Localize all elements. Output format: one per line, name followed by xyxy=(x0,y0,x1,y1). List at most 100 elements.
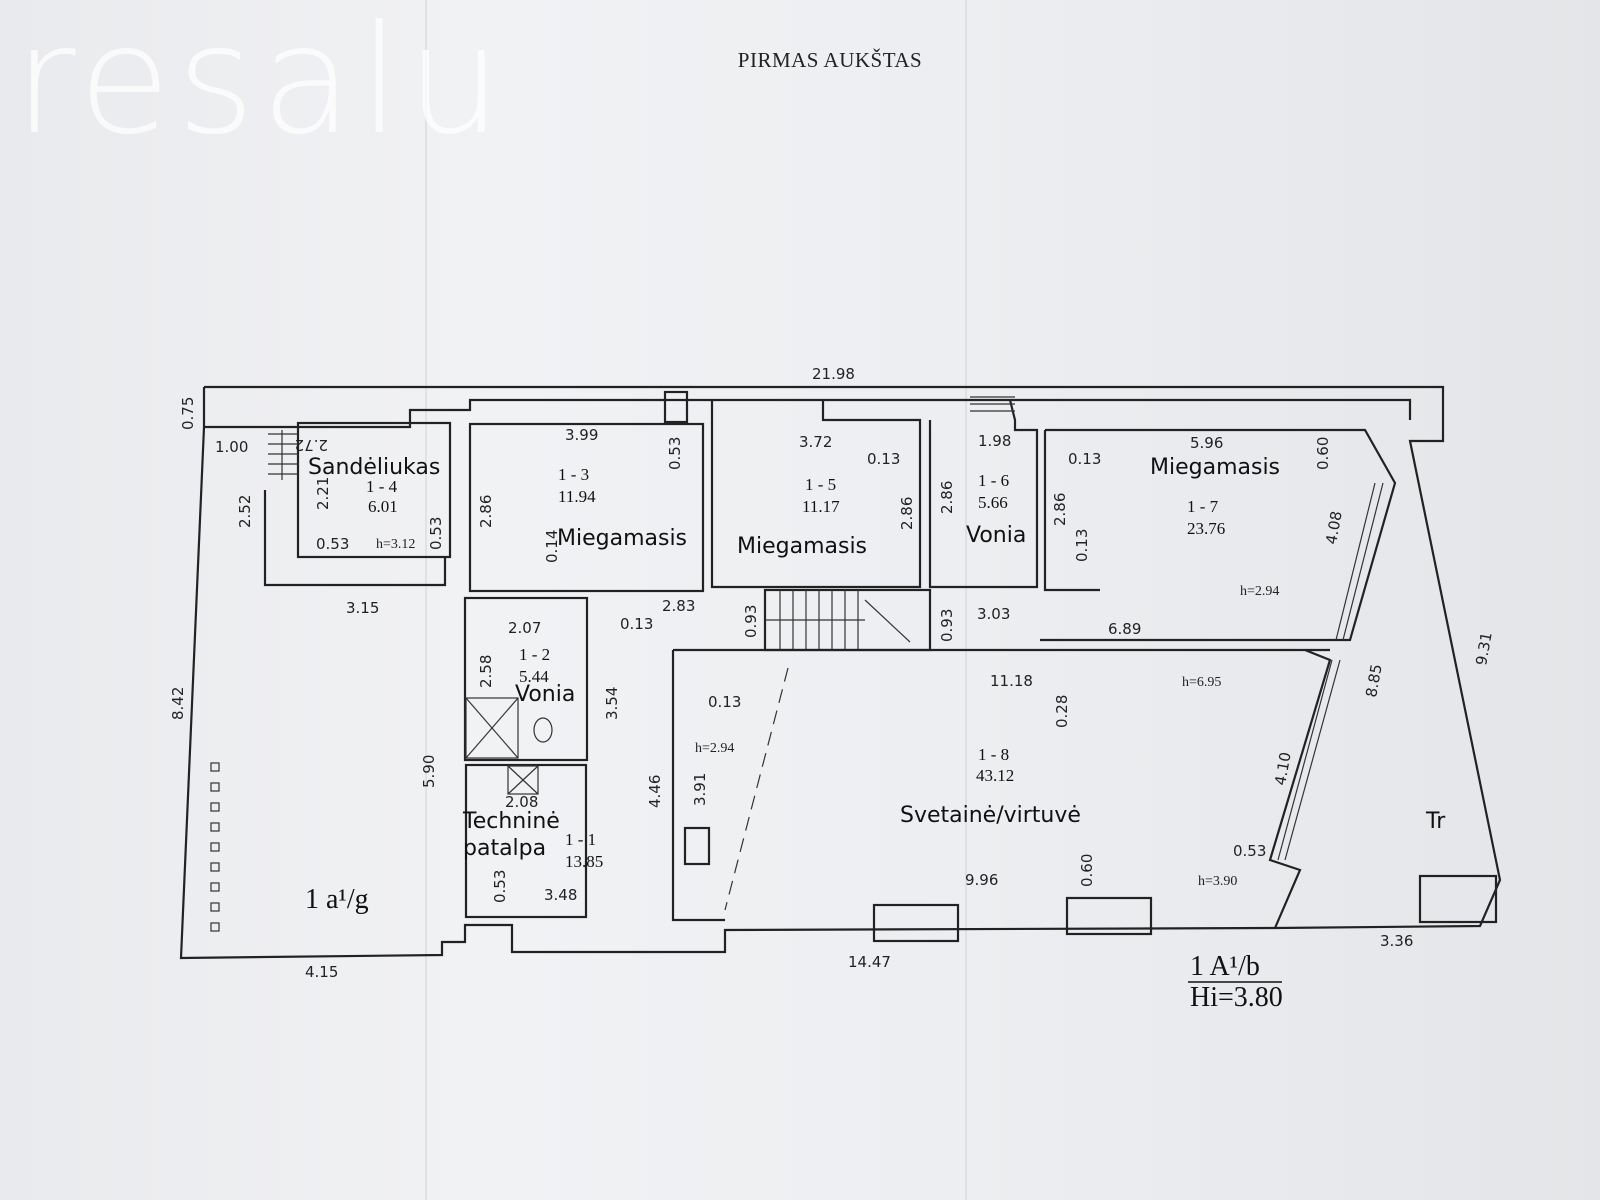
dim-2-83: 2.83 xyxy=(662,597,695,615)
dim-2-52: 2.52 xyxy=(236,495,254,528)
dim-14-47: 14.47 xyxy=(848,953,891,971)
room-code-1-5: 1 - 5 xyxy=(805,475,836,494)
dim-0-53c: 0.53 xyxy=(666,437,684,470)
building-code-label: 1 A¹/b xyxy=(1190,951,1260,982)
dim-3-03: 3.03 xyxy=(977,605,1010,623)
dim-8-85: 8.85 xyxy=(1362,663,1386,699)
dim-3-36: 3.36 xyxy=(1380,932,1413,950)
room-code-1-8: 1 - 8 xyxy=(978,745,1009,764)
dim-3-15: 3.15 xyxy=(346,599,379,617)
paper-fold-line xyxy=(425,0,427,1200)
wall-stair-landing xyxy=(263,490,447,587)
appliance-box xyxy=(683,826,711,866)
room-name-1-1-line1: Techninė xyxy=(462,809,560,834)
room-height-1-8a: h=2.94 xyxy=(695,741,734,756)
inner-wall-line xyxy=(204,398,1412,429)
room-name-1-6: Vonia xyxy=(966,523,1026,548)
dim-2-86a: 2.86 xyxy=(477,495,495,528)
paper-fold-line xyxy=(965,0,967,1200)
dim-2-21: 2.21 xyxy=(314,477,332,510)
floor-title: PIRMAS AUKŠTAS xyxy=(737,48,923,72)
dim-1-98: 1.98 xyxy=(978,432,1011,450)
dim-0-14: 0.14 xyxy=(543,530,561,563)
dim-9-96: 9.96 xyxy=(965,871,998,889)
dim-0-28: 0.28 xyxy=(1053,695,1071,728)
dim-2-08: 2.08 xyxy=(505,793,538,811)
room-name-1-5: Miegamasis xyxy=(737,534,867,559)
wall-room-1-5 xyxy=(710,400,922,589)
dim-3-91: 3.91 xyxy=(691,773,709,806)
room-code-1-4: 1 - 4 xyxy=(366,477,398,496)
room-area-1-6: 5.66 xyxy=(978,493,1008,512)
stairs-small xyxy=(268,430,298,480)
dim-0-53b: 0.53 xyxy=(427,517,445,550)
room-code-1-1: 1 - 1 xyxy=(565,830,596,849)
toilet xyxy=(533,717,553,743)
room-area-1-7: 23.76 xyxy=(1187,519,1225,538)
dim-0-53d: 0.53 xyxy=(491,870,509,903)
window-top xyxy=(970,396,1015,412)
dim-0-93a: 0.93 xyxy=(742,605,760,638)
dim-3-48: 3.48 xyxy=(544,886,577,904)
dim-6-89: 6.89 xyxy=(1108,620,1141,638)
dim-1-00: 1.00 xyxy=(215,438,248,456)
dim-0-53e: 0.53 xyxy=(1233,842,1266,860)
dim-2-86c: 2.86 xyxy=(938,481,956,514)
room-height-1-7: h=2.94 xyxy=(1240,584,1279,599)
boiler-unit xyxy=(507,765,539,795)
room-name-1-8: Svetainė/virtuvė xyxy=(900,803,1081,828)
dim-21-98: 21.98 xyxy=(812,365,855,383)
dim-2-86b: 2.86 xyxy=(898,497,916,530)
stairs-main xyxy=(765,590,911,650)
dim-2-72: 2.72 xyxy=(295,436,328,454)
dim-0-13a: 0.13 xyxy=(867,450,900,468)
wall-room-1-8-left xyxy=(671,650,725,922)
dim-0-53a: 0.53 xyxy=(316,535,349,553)
height-index-label: Hi=3.80 xyxy=(1190,982,1283,1013)
room-name-1-7: Miegamasis xyxy=(1150,455,1280,480)
room-name-1-1-line2: patalpa xyxy=(463,836,546,861)
room-code-1-7: 1 - 7 xyxy=(1187,497,1219,516)
dim-3-99: 3.99 xyxy=(565,426,598,444)
room-height-1-8b: h=6.95 xyxy=(1182,675,1221,690)
dim-2-07: 2.07 xyxy=(508,619,541,637)
dim-0-13b: 0.13 xyxy=(1073,529,1091,562)
dim-4-46: 4.46 xyxy=(646,775,664,808)
window-sill-block xyxy=(872,903,960,943)
wall-room-1-3 xyxy=(468,422,705,593)
dim-3-72: 3.72 xyxy=(799,433,832,451)
shower-tray xyxy=(465,697,519,759)
dim-8-42: 8.42 xyxy=(169,687,187,720)
yard-label: 1 a¹/g xyxy=(305,884,369,915)
dim-11-18: 11.18 xyxy=(990,672,1033,690)
room-area-1-5: 11.17 xyxy=(802,497,840,516)
dim-0-13c: 0.13 xyxy=(1068,450,1101,468)
window-right xyxy=(1277,482,1384,861)
room-code-1-2: 1 - 2 xyxy=(519,645,550,664)
dim-5-90: 5.90 xyxy=(420,755,438,788)
ceiling-break-line xyxy=(724,667,789,911)
wall-room-1-6 xyxy=(928,399,1039,589)
dim-3-54: 3.54 xyxy=(603,687,621,720)
terrace-label: Tr xyxy=(1425,809,1446,834)
wall-room-1-8 xyxy=(673,648,1332,929)
room-name-1-4: Sandėliukas xyxy=(308,455,440,480)
dim-4-08: 4.08 xyxy=(1322,510,1346,546)
room-name-1-2: Vonia xyxy=(515,682,575,707)
room-area-1-8: 43.12 xyxy=(976,766,1014,785)
dim-0-60b: 0.60 xyxy=(1078,854,1096,887)
wall-room-1-1 xyxy=(464,763,588,919)
dim-9-31: 9.31 xyxy=(1472,631,1496,667)
dim-0-60a: 0.60 xyxy=(1314,437,1332,470)
room-height-1-4: h=3.12 xyxy=(376,537,415,552)
dim-4-15: 4.15 xyxy=(305,963,338,981)
room-code-1-3: 1 - 3 xyxy=(558,465,589,484)
yard-markers xyxy=(210,762,220,932)
room-area-1-1: 13.85 xyxy=(565,852,603,871)
dim-0-75: 0.75 xyxy=(179,397,197,430)
wall-room-1-7 xyxy=(1040,428,1397,642)
dim-0-93b: 0.93 xyxy=(938,609,956,642)
dim-4-10: 4.10 xyxy=(1271,751,1295,787)
dim-2-86d: 2.86 xyxy=(1051,493,1069,526)
